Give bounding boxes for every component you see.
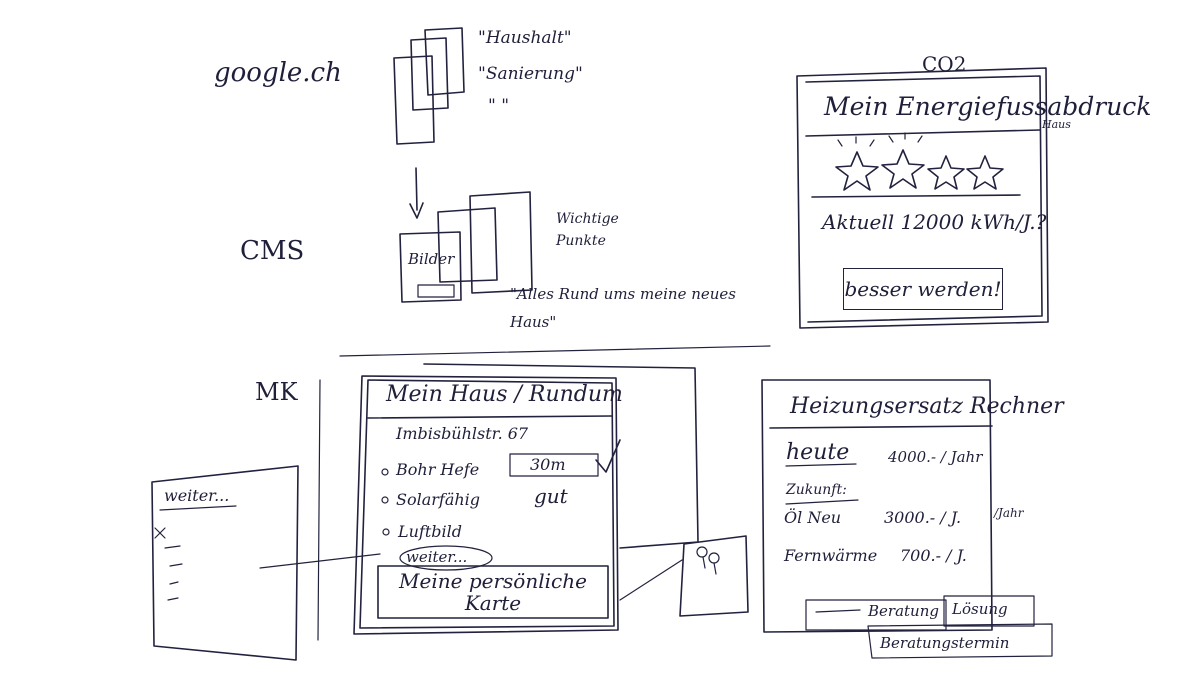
page-stack-icon (393, 27, 465, 145)
heute-value: 4000.- / Jahr (888, 448, 983, 466)
heating-row-label: Öl Neu (784, 508, 842, 527)
house-card-frame (353, 363, 699, 635)
option-label[interactable]: Bohr Hefe (396, 460, 480, 479)
side-panel-frame (151, 465, 299, 661)
star-filled-icon (835, 151, 879, 191)
energy-card-frame (796, 67, 1049, 329)
energy-current-value: Aktuell 12000 kWh/J.? (822, 210, 1047, 234)
map-card (679, 535, 749, 617)
heating-card-frame (761, 379, 1053, 659)
mk-divider (317, 379, 321, 641)
energy-card-side-label: Haus (1042, 118, 1071, 131)
co2-label: CO2 (922, 52, 967, 76)
arrow-down-icon (409, 167, 424, 219)
house-address: Imbisbühlstr. 67 (396, 424, 529, 443)
heating-row-value: 3000.- / J. (884, 508, 962, 527)
weiter-link[interactable]: weiter... (406, 548, 468, 566)
energy-card-title: Mein Energiefussabdruck (824, 92, 1152, 121)
star-filled-icon (881, 149, 925, 189)
option-label[interactable]: Luftbild (398, 522, 462, 541)
persoenliche-karte-button[interactable]: Meine persönliche Karte (399, 569, 587, 615)
heating-row-value: 700.- / J. (900, 546, 967, 565)
besser-werden-button[interactable]: besser werden! (843, 268, 1003, 310)
option-label[interactable]: Solarfähig (396, 490, 481, 509)
quote-haushalt: "Haushalt" (478, 28, 572, 48)
zukunft-label: Zukunft: (786, 482, 847, 498)
heute-label: heute (786, 440, 850, 465)
heating-row-label: Fernwärme (784, 546, 878, 565)
quote-empty: " " (488, 96, 510, 116)
section-divider (339, 345, 771, 357)
quote-sanierung: "Sanierung" (478, 64, 583, 84)
heating-card-title: Heizungsersatz Rechner (790, 394, 1064, 419)
rating-stars (835, 132, 1004, 191)
beratung-button[interactable]: Beratung (868, 602, 939, 620)
star-outline-icon (966, 155, 1004, 190)
bilder-label: Bilder (408, 250, 455, 268)
star-outline-icon (927, 155, 965, 190)
house-card-title: Mein Haus / Rundum (386, 382, 623, 407)
loesung-button[interactable]: Lösung (952, 600, 1008, 618)
label-mk: MK (255, 378, 298, 406)
label-google: google.ch (214, 58, 342, 88)
side-panel-title: weiter... (164, 486, 230, 505)
alles-rund-label: "Alles Rund ums meine neues Haus" (510, 285, 736, 331)
label-cms: CMS (240, 236, 305, 266)
connector-line (259, 553, 381, 569)
option-value: gut (534, 484, 568, 508)
connector-line (619, 559, 683, 601)
map-pin-icon (696, 546, 720, 575)
heating-side-note: /Jahr (994, 506, 1024, 520)
beratungstermin-button[interactable]: Beratungstermin (880, 634, 1010, 652)
option-value: 30m (530, 455, 566, 474)
cms-pages-icon (399, 191, 533, 303)
wichtige-punkte-label: Wichtige Punkte (556, 211, 619, 249)
checkmark-icon (595, 439, 621, 473)
